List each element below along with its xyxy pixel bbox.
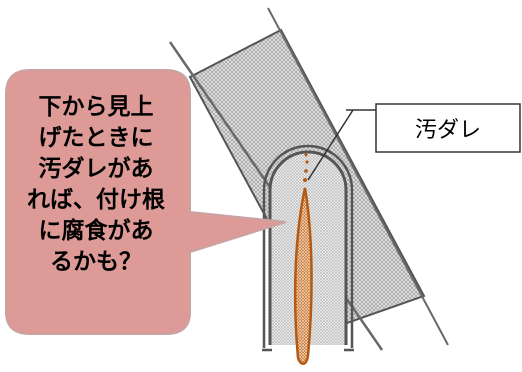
callout-line: 下から見上 [38,94,154,120]
callout-line: れば、付け根 [27,187,165,213]
label-box [375,103,521,153]
speech-bubble-text: 下から見上 げたときに 汚ダレがあ れば、付け根 に腐食があ るかも？ [20,92,172,278]
callout-line: るかも？ [50,249,142,275]
diagonal-line-right [267,7,449,346]
speech-bubble [5,69,287,335]
callout-line: に腐食があ [38,218,154,244]
callout-line: げたときに [38,125,154,151]
label-leader-line [307,109,354,181]
rust-streak [293,153,313,365]
label-text: 汚ダレ [414,118,481,143]
callout-line: 汚ダレがあ [38,156,154,182]
